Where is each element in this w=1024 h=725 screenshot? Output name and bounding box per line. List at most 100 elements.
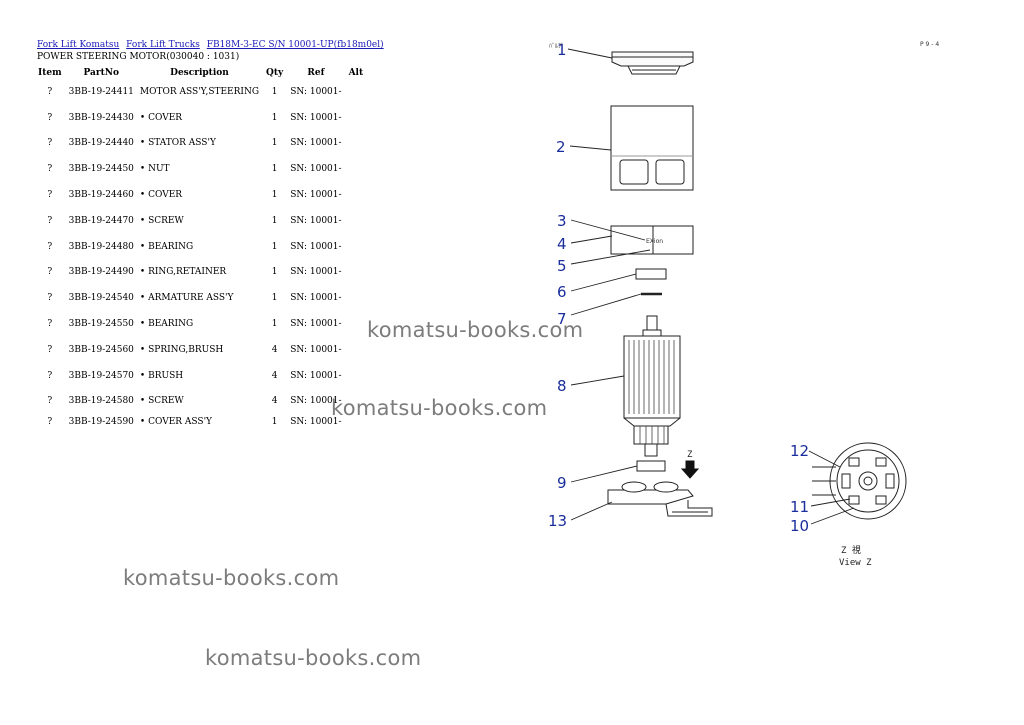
watermark: komatsu-books.com [331, 396, 548, 420]
cell-item: ? [47, 138, 53, 149]
cell-qty: 1 [271, 417, 278, 428]
cell-item: ? [47, 267, 53, 278]
part-mark-label: EXion [646, 238, 663, 245]
breadcrumb-link-model[interactable]: FB18M-3-EC S/N 10001-UP(fb18m0el) [206, 40, 384, 50]
col-header-description: Description [170, 67, 229, 78]
cell-description: • BRUSH [139, 370, 184, 381]
breadcrumb-link-fork-lift-komatsu[interactable]: Fork Lift Komatsu [37, 40, 120, 50]
watermark: komatsu-books.com [123, 566, 340, 590]
cell-item: ? [47, 215, 53, 226]
leader-lines [567, 48, 855, 525]
cell-item: ? [47, 164, 53, 175]
cell-qty: 4 [271, 344, 278, 355]
cell-item: ? [47, 370, 53, 381]
cell-ref: SN: 10001- [290, 267, 342, 278]
cell-qty: 4 [271, 396, 278, 407]
cell-ref: SN: 10001- [290, 190, 342, 201]
cell-item: ? [47, 319, 53, 330]
view-z-arrow [680, 460, 700, 479]
cell-qty: 1 [271, 293, 278, 304]
cell-qty: 1 [271, 241, 278, 252]
watermark: komatsu-books.com [367, 318, 584, 342]
cell-ref: SN: 10001- [290, 396, 342, 407]
cell-ref: SN: 10001- [290, 86, 342, 97]
cell-item: ? [47, 293, 53, 304]
cell-description: • COVER ASS'Y [139, 417, 212, 428]
cell-description: • BEARING [139, 241, 194, 252]
callout-11: 11 [790, 498, 809, 516]
table-row: ? 3BB-19-24490 • RING,RETAINER 1 SN: 10001- [34, 260, 367, 286]
part-lower-bearing [636, 460, 666, 472]
callout-2: 2 [556, 138, 566, 156]
parts-table: Item PartNo Description Qty Ref Alt ?3BB… [34, 66, 367, 430]
callout-7: 7 [557, 310, 567, 328]
watermark: komatsu-books.com [205, 646, 422, 670]
cell-description: • COVER [139, 112, 183, 123]
cell-ref: SN: 10001- [290, 293, 342, 304]
cell-item: ? [47, 190, 53, 201]
callout-6: 6 [557, 283, 567, 301]
cell-part-number: 3BB-19-24450 [68, 164, 134, 175]
arrow-z-label: Z [687, 450, 693, 460]
col-header-item: Item [38, 67, 62, 78]
callout-10: 10 [790, 517, 809, 535]
cell-ref: SN: 10001- [290, 370, 342, 381]
cell-part-number: 3BB-19-24480 [68, 241, 134, 252]
cell-part-number: 3BB-19-24430 [68, 112, 134, 123]
col-header-qty: Qty [266, 67, 284, 78]
cell-item: ? [47, 417, 53, 428]
cell-description: • BEARING [139, 319, 194, 330]
part-stator-housing [610, 105, 694, 191]
corner-note-left: ﾊﾞﾙﾌﾞ [549, 43, 564, 50]
callout-3: 3 [557, 212, 567, 230]
col-header-ref: Ref [307, 67, 325, 78]
cell-part-number: 3BB-19-24411 [68, 86, 134, 97]
cell-part-number: 3BB-19-24590 [68, 417, 134, 428]
cell-ref: SN: 10001- [290, 344, 342, 355]
callout-4: 4 [557, 235, 567, 253]
cell-ref: SN: 10001- [290, 319, 342, 330]
cell-description: • SPRING,BRUSH [139, 344, 224, 355]
cell-part-number: 3BB-19-24470 [68, 215, 134, 226]
part-cover-cap [611, 51, 694, 75]
cell-part-number: 3BB-19-24580 [68, 396, 134, 407]
view-label-jp: Z 視 [841, 544, 861, 556]
cell-qty: 1 [271, 267, 278, 278]
col-header-partno: PartNo [83, 67, 120, 78]
view-label-en: View Z [839, 558, 872, 568]
breadcrumb-link-fork-lift-trucks[interactable]: Fork Lift Trucks [126, 40, 200, 50]
cell-part-number: 3BB-19-24550 [68, 319, 134, 330]
cell-ref: SN: 10001- [290, 417, 342, 428]
cell-qty: 1 [271, 86, 278, 97]
cell-part-number: 3BB-19-24490 [68, 267, 134, 278]
part-cover-block [610, 225, 694, 255]
cell-part-number: 3BB-19-24540 [68, 293, 134, 304]
col-header-alt: Alt [348, 67, 364, 78]
cell-description: • RING,RETAINER [139, 267, 227, 278]
cell-part-number: 3BB-19-24570 [68, 370, 134, 381]
callout-5: 5 [557, 257, 567, 275]
page-title: POWER STEERING MOTOR(030040 : 1031) [37, 52, 240, 62]
cell-description: • STATOR ASS'Y [139, 138, 216, 149]
part-end-view [812, 442, 907, 520]
breadcrumb: Fork Lift Komatsu Fork Lift Trucks FB18M… [37, 40, 388, 50]
part-cover-assy [607, 481, 713, 517]
cell-description: • COVER [139, 190, 183, 201]
cell-qty: 1 [271, 190, 278, 201]
cell-item: ? [47, 241, 53, 252]
cell-part-number: 3BB-19-24560 [68, 344, 134, 355]
cell-item: ? [47, 86, 53, 97]
part-bearing [635, 268, 667, 280]
